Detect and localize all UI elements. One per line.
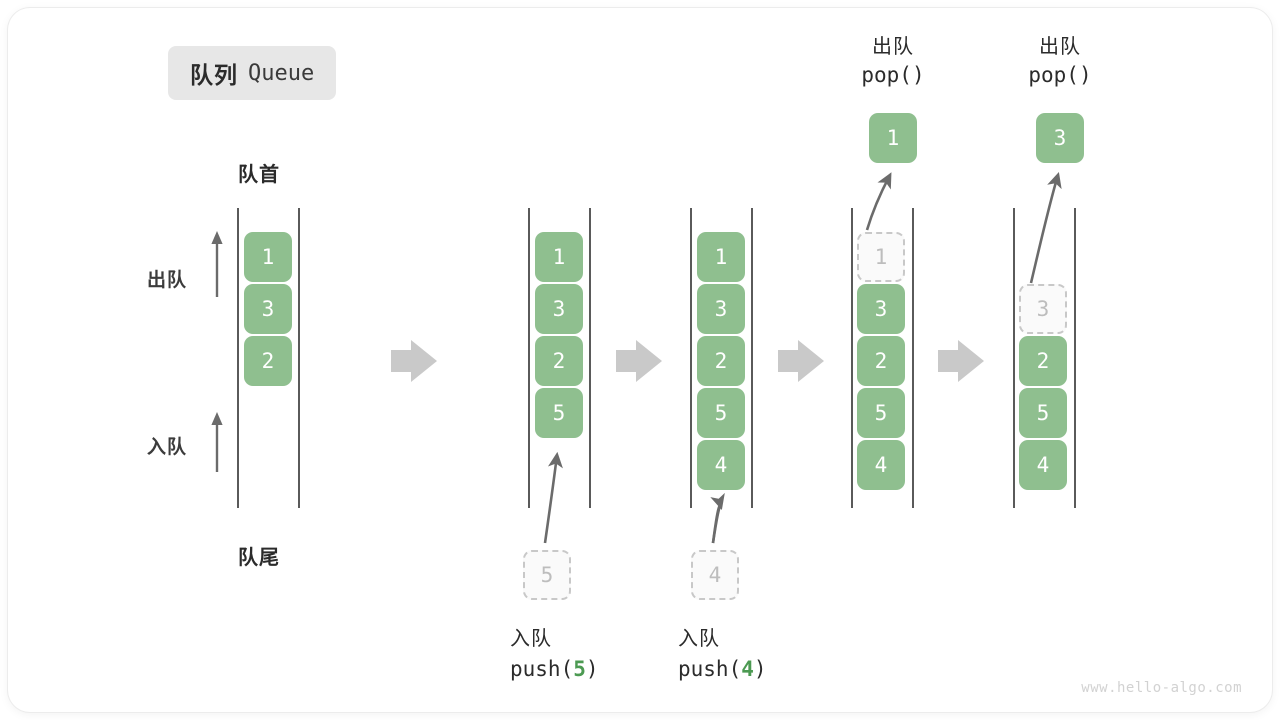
queue-cell: 2	[535, 336, 583, 386]
queue-cell: 5	[857, 388, 905, 438]
queue-cell: 5	[1019, 388, 1067, 438]
queue-cell: 3	[697, 284, 745, 334]
queue-cell: 5	[697, 388, 745, 438]
queue-rail-right-4	[912, 208, 914, 508]
pending-cell: 4	[691, 550, 739, 600]
queue-cell: 4	[1019, 440, 1067, 490]
operation-name: 出队	[1039, 36, 1081, 58]
call-prefix: push(	[678, 657, 742, 681]
queue-rail-right-3	[751, 208, 753, 508]
queue-rail-left-3	[690, 208, 692, 508]
popped-ghost-cell: 1	[857, 232, 905, 282]
queue-rail-left-1	[237, 208, 239, 508]
title-badge: 队列 Queue	[168, 46, 337, 100]
pending-cell: 5	[523, 550, 571, 600]
queue-head-label: 队首	[238, 164, 280, 186]
operation-name: 入队	[510, 628, 552, 650]
queue-rail-right-2	[589, 208, 591, 508]
queue-cell: 3	[244, 284, 292, 334]
operation-call: pop()	[838, 63, 948, 87]
queue-rail-left-2	[528, 208, 530, 508]
operation-call: push(5)	[510, 657, 599, 681]
call-arg: 4	[741, 657, 754, 681]
queue-cell: 2	[857, 336, 905, 386]
queue-rail-left-5	[1013, 208, 1015, 508]
pop-result-cell: 3	[1036, 113, 1084, 163]
queue-cell: 3	[857, 284, 905, 334]
queue-cell: 3	[535, 284, 583, 334]
operation-caption-push-5: 入队 push(5)	[510, 622, 599, 681]
queue-rail-left-4	[851, 208, 853, 508]
call-suffix: )	[911, 63, 925, 87]
queue-rail-right-1	[298, 208, 300, 508]
diagram-card	[8, 8, 1272, 712]
operation-call: push(4)	[678, 657, 767, 681]
queue-cell: 1	[697, 232, 745, 282]
operation-caption-pop-1: 出队 pop()	[838, 30, 948, 87]
operation-caption-pop-3: 出队 pop()	[1005, 30, 1115, 87]
queue-cell: 2	[697, 336, 745, 386]
operation-name: 出队	[872, 36, 914, 58]
title-en: Queue	[248, 60, 315, 86]
watermark: www.hello-algo.com	[1081, 680, 1242, 696]
queue-tail-label: 队尾	[238, 547, 280, 569]
operation-name: 入队	[678, 628, 720, 650]
queue-rail-right-5	[1074, 208, 1076, 508]
call-suffix: )	[585, 657, 599, 681]
queue-cell: 2	[1019, 336, 1067, 386]
call-arg: 5	[573, 657, 586, 681]
call-suffix: )	[753, 657, 767, 681]
queue-cell: 1	[244, 232, 292, 282]
queue-cell: 4	[697, 440, 745, 490]
call-prefix: push(	[510, 657, 574, 681]
dequeue-label: 出队	[147, 270, 188, 291]
queue-cell: 2	[244, 336, 292, 386]
queue-cell: 5	[535, 388, 583, 438]
queue-cell: 4	[857, 440, 905, 490]
call-prefix: pop(	[1028, 63, 1079, 87]
title-cn: 队列	[190, 62, 238, 88]
popped-ghost-cell: 3	[1019, 284, 1067, 334]
queue-cell: 1	[535, 232, 583, 282]
enqueue-label: 入队	[147, 437, 188, 458]
pop-result-cell: 1	[869, 113, 917, 163]
operation-caption-push-4: 入队 push(4)	[678, 622, 767, 681]
call-suffix: )	[1078, 63, 1092, 87]
call-prefix: pop(	[861, 63, 912, 87]
operation-call: pop()	[1005, 63, 1115, 87]
